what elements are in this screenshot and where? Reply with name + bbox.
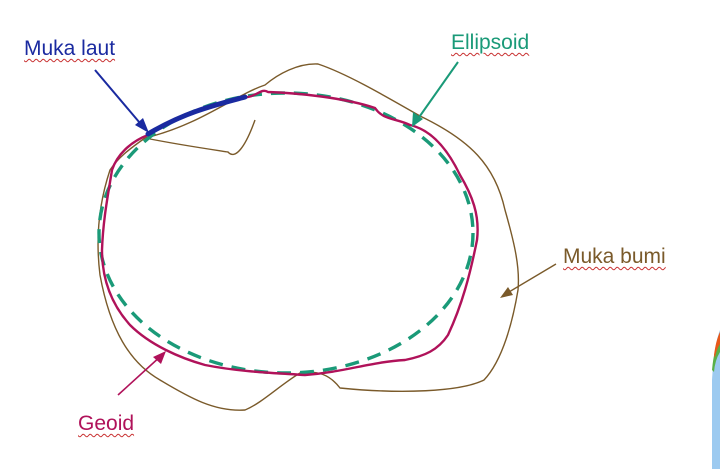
sea-level-curve [145, 94, 248, 137]
muka-bumi-label: Muka bumi [563, 245, 666, 268]
muka-laut-arrow [94, 69, 149, 133]
ellipsoid-arrow [412, 61, 459, 127]
geoid-arrow [117, 351, 166, 396]
geoid-curve [100, 89, 479, 377]
muka-laut-label: Muka laut [24, 37, 116, 60]
earth-surface-curve [97, 63, 520, 411]
geoid-label: Geoid [78, 412, 135, 435]
muka-bumi-arrow [500, 263, 557, 298]
corner-decoration [712, 330, 720, 469]
ellipsoid-label: Ellipsoid [451, 31, 530, 54]
ellipsoid-curve [97, 91, 475, 375]
